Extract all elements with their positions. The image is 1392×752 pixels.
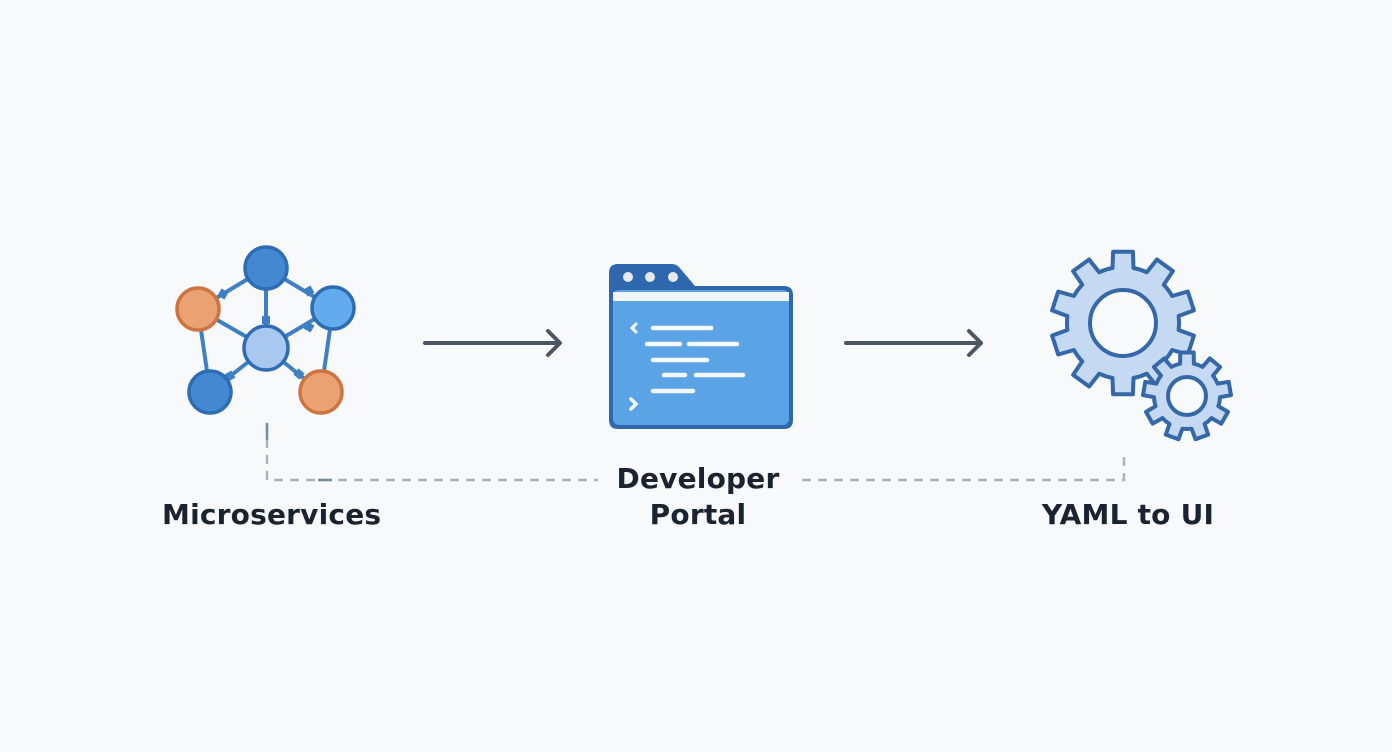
gear-small [1141, 350, 1233, 442]
dashed-line-right [786, 452, 1126, 482]
gear-large [1050, 249, 1196, 397]
gear-small-hole [1166, 375, 1208, 417]
window-dot-3 [668, 272, 678, 282]
window-dot-2 [645, 272, 655, 282]
node-center [242, 324, 290, 372]
arrow-microservices-to-portal [423, 329, 562, 357]
arrow-portal-to-yaml [844, 329, 983, 357]
dashed-line-left [265, 423, 612, 482]
label-portal-line2: Portal [649, 498, 747, 531]
window-dot-1 [623, 272, 633, 282]
label-microservices: Microservices [162, 498, 382, 531]
node-right [310, 285, 356, 331]
label-developer-portal: Developer Portal [598, 461, 798, 533]
label-yaml-to-ui: YAML to UI [1041, 498, 1215, 531]
label-portal-line1: Developer [616, 462, 780, 495]
node-bottom-right-orange [298, 369, 344, 415]
gear-big-hole [1088, 288, 1158, 358]
node-left-orange [175, 286, 221, 332]
node-top [243, 245, 289, 291]
folder-header-bar [613, 292, 789, 301]
node-bottom-left [187, 369, 233, 415]
code-lines [629, 322, 746, 411]
